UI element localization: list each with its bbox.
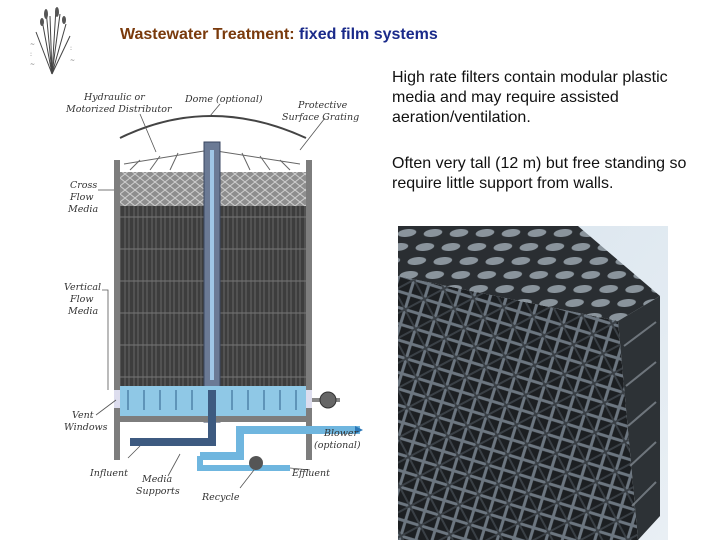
recycle-pump [249,456,263,470]
plastic-media-block-photo [398,226,668,540]
label-vertical-flow: Vertical Flow Media [64,282,104,317]
svg-text:~: ~ [30,61,35,68]
title-part-2: fixed film systems [299,26,438,43]
label-media-supports-line-2: Supports [136,486,180,497]
label-vent-windows-line-2: Windows [64,422,108,433]
vent-window-left [114,390,120,408]
svg-text:~: ~ [70,57,75,64]
title-part-1: Wastewater Treatment: [120,26,295,43]
vent-window-right [306,390,312,408]
tank-wall-left [114,160,120,460]
label-vertical-flow-line-1: Vertical [64,282,101,293]
tank-wall-right [306,160,312,460]
label-cross-flow-line-3: Media [67,204,98,215]
label-cross-flow-line-1: Cross [70,180,97,191]
label-grating-line-1: Protective [297,100,348,111]
label-cross-flow-line-2: Flow [69,192,93,203]
label-media-supports-line-1: Media [141,474,172,485]
label-distributor-line-1: Hydraulic or [83,92,146,103]
svg-text::: : [30,51,32,58]
paragraph-high-rate-filters: High rate filters contain modular plasti… [392,69,668,126]
reed-plant-logo-icon: ~: ~ : ~ [30,7,75,75]
label-vertical-flow-line-3: Media [67,306,98,317]
label-recycle: Recycle [201,492,240,503]
label-distributor: Hydraulic or Motorized Distributor [65,92,173,115]
media-block-front [398,276,638,540]
dome [119,115,307,139]
media-block-side [618,296,660,540]
label-vent-windows: Vent Windows [64,410,108,433]
svg-text:~: ~ [30,41,35,48]
label-distributor-line-2: Motorized Distributor [65,104,173,115]
label-blower: Blower (optional) [314,428,361,451]
label-dome: Dome (optional) [184,94,263,105]
label-grating: Protective Surface Grating [282,100,359,123]
label-influent: Influent [89,468,128,479]
blower [319,391,337,409]
paragraph-free-standing: Often very tall (12 m) but free standing… [392,155,687,192]
label-effluent: Effluent [291,468,330,479]
label-blower-line-1: Blower [323,428,359,439]
trickling-filter-diagram: Hydraulic or Motorized Distributor Dome … [64,92,363,503]
page-title: Wastewater Treatment: fixed film systems [120,26,438,44]
label-vertical-flow-line-2: Flow [69,294,93,305]
media-block-top [398,226,660,321]
label-blower-line-2: (optional) [314,440,361,451]
label-vent-windows-line-1: Vent [72,410,94,421]
label-grating-line-2: Surface Grating [282,112,359,123]
label-media-supports: Media Supports [136,474,180,497]
label-cross-flow: Cross Flow Media [67,180,100,215]
svg-text::: : [70,45,72,52]
